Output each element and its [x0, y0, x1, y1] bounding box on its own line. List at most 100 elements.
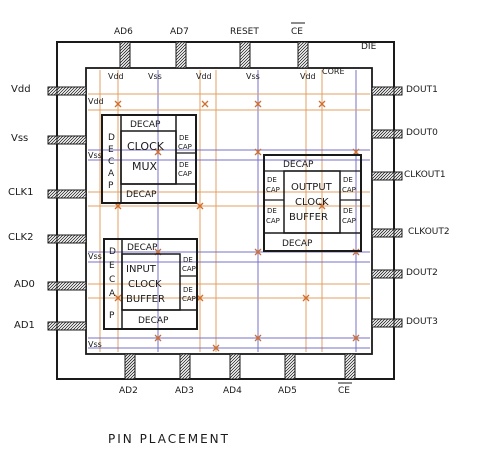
clock-mux-block: DECAP CLOCK MUX DECAP D E C A P DE CAP D… — [101, 114, 197, 204]
output-buffer-decap-top: DECAP — [283, 160, 314, 170]
clock-mux-decap-bottom: DECAP — [126, 190, 157, 200]
pin-label-right-0: DOUT1 — [406, 85, 438, 95]
pad-stub-right-ext — [393, 318, 403, 328]
via-marker — [154, 148, 162, 156]
pin-label-right-1: DOUT0 — [406, 128, 438, 138]
pad-bottom — [124, 353, 136, 380]
core-label: CORE — [322, 67, 345, 76]
pad-bottom — [179, 353, 191, 380]
die-label: DIE — [361, 42, 377, 52]
pin-label-top-2: RESET — [230, 27, 259, 37]
output-buffer-left-de-2: DE — [267, 207, 277, 215]
via-marker — [254, 334, 262, 342]
input-buffer-right-cap-1: CAP — [182, 265, 196, 273]
pin-label-bottom-2: AD4 — [223, 386, 242, 396]
pad-stub-left-ext — [47, 135, 58, 145]
output-buffer-right-de-1: DE — [343, 176, 353, 184]
output-buffer-line-1: OUTPUT — [291, 182, 333, 193]
pad-top — [239, 41, 251, 69]
clock-mux-left-v1: E — [108, 145, 114, 155]
pad-stub-right-ext — [393, 228, 403, 238]
pad-bottom — [229, 353, 241, 380]
pad-right — [371, 228, 395, 238]
pad-right — [371, 129, 395, 139]
input-buffer-decap-top: DECAP — [127, 243, 158, 253]
vss-rail-label-left-3: Vss — [88, 340, 102, 349]
input-buffer-block: DECAP INPUT CLOCK BUFFER DECAP D E C A P… — [103, 238, 198, 330]
via-marker — [302, 294, 310, 302]
clock-mux-right-cap-2: CAP — [178, 170, 192, 178]
pad-right — [371, 269, 395, 279]
pad-bottom — [344, 353, 356, 380]
clock-mux-left-v4: P — [108, 181, 114, 191]
core-outline — [85, 67, 373, 355]
pad-stub-right-ext — [393, 269, 403, 279]
output-buffer-line-2: CLOCK — [295, 197, 329, 208]
pad-left — [56, 135, 87, 145]
via-marker — [352, 334, 360, 342]
pad-stub-left-ext — [47, 321, 58, 331]
pin-label-left-5: AD1 — [14, 320, 35, 331]
output-buffer-left-de-1: DE — [267, 176, 277, 184]
pad-left — [56, 321, 87, 331]
vss-rail-label-2: Vss — [246, 72, 260, 81]
input-buffer-right-cap-2: CAP — [182, 295, 196, 303]
io-pads — [47, 41, 403, 380]
pin-label-right-3: CLKOUT2 — [408, 227, 450, 237]
output-buffer-outline — [263, 154, 362, 252]
clock-mux-left-v2: C — [108, 157, 114, 167]
via-marker — [154, 334, 162, 342]
via-marker — [196, 202, 204, 210]
clock-mux-decap-top: DECAP — [130, 120, 161, 130]
pad-left — [56, 86, 87, 96]
input-buffer-right-de-2: DE — [183, 286, 193, 294]
pin-label-right-2: CLKOUT1 — [404, 170, 446, 180]
pin-label-right-5: DOUT3 — [406, 317, 438, 327]
pad-stub-right-ext — [393, 129, 403, 139]
output-buffer-left-cap-1: CAP — [266, 186, 280, 194]
pin-label-top-0: AD6 — [114, 27, 133, 37]
pad-left — [56, 189, 87, 199]
pad-stub-right-ext — [393, 86, 403, 96]
vss-rail-label-left-1: Vss — [88, 151, 102, 160]
clock-mux-line-1: CLOCK — [127, 140, 165, 153]
pin-label-left-2: CLK1 — [8, 187, 33, 198]
pin-label-top-3: CE — [291, 27, 303, 37]
pad-right — [371, 86, 395, 96]
input-buffer-outline — [103, 238, 198, 330]
input-buffer-line-3: BUFFER — [126, 294, 165, 305]
via-marker — [114, 100, 122, 108]
clock-mux-left-v3: A — [108, 169, 115, 179]
input-buffer-left-v3: A — [109, 289, 116, 299]
via-marker — [254, 248, 262, 256]
pad-left — [56, 234, 87, 244]
via-marker — [254, 100, 262, 108]
output-buffer-block: DECAP OUTPUT CLOCK BUFFER DECAP DE CAP D… — [263, 154, 362, 252]
via-marker — [201, 100, 209, 108]
pin-label-left-4: AD0 — [14, 279, 35, 290]
pin-label-left-0: Vdd — [11, 84, 31, 95]
output-buffer-right-cap-1: CAP — [342, 186, 356, 194]
vss-rail-label-left-2: Vss — [88, 252, 102, 261]
vdd-rail-label-2: Vdd — [196, 72, 212, 81]
clock-mux-left-v0: D — [108, 133, 115, 143]
via-marker — [114, 294, 122, 302]
input-buffer-decap-bottom: DECAP — [138, 316, 169, 326]
pad-stub-left-ext — [47, 86, 58, 96]
input-buffer-left-v4: P — [109, 311, 115, 321]
via-marker — [318, 100, 326, 108]
pad-stub-left-ext — [47, 234, 58, 244]
pin-label-bottom-4: CE — [338, 386, 350, 396]
output-buffer-left-cap-2: CAP — [266, 217, 280, 225]
input-buffer-left-v2: C — [109, 275, 115, 285]
vdd-rail-label-left: Vdd — [88, 97, 104, 106]
clock-mux-outline — [101, 114, 197, 204]
pad-top — [297, 41, 309, 69]
pad-bottom — [284, 353, 296, 380]
clock-mux-core — [120, 130, 177, 185]
pad-stub-left-ext — [47, 189, 58, 199]
pin-label-bottom-0: AD2 — [119, 386, 138, 396]
input-buffer-left-v0: D — [109, 247, 116, 257]
via-marker — [254, 148, 262, 156]
pin-label-right-4: DOUT2 — [406, 268, 438, 278]
